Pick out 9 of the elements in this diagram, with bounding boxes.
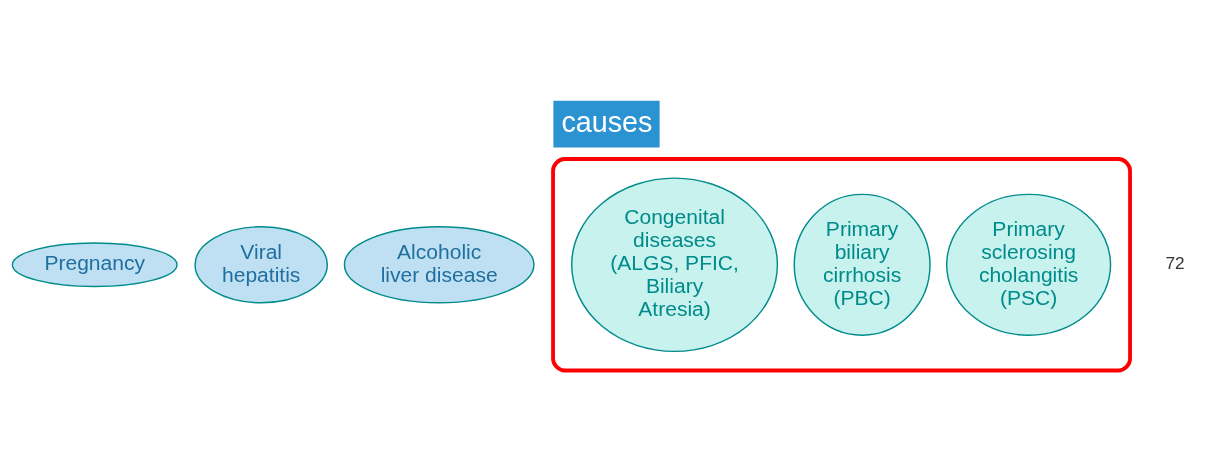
node-ellipse: Congenital diseases (ALGS, PFIC, Biliary Atresia) (571, 176, 779, 352)
diagram-title: causes (561, 105, 653, 138)
cluster (551, 156, 1132, 372)
node-circle: Primary biliary cirrhosis (PBC) (793, 193, 931, 336)
node-ellipse: Alcoholic liver disease (343, 225, 535, 303)
label: 72 (1165, 252, 1185, 273)
node-ellipse: Pregnancy (11, 241, 178, 287)
node-ellipse: Viral hepatitis (194, 225, 329, 303)
node-ellipse: Primary sclerosing cholangitis (PSC) (945, 193, 1112, 336)
